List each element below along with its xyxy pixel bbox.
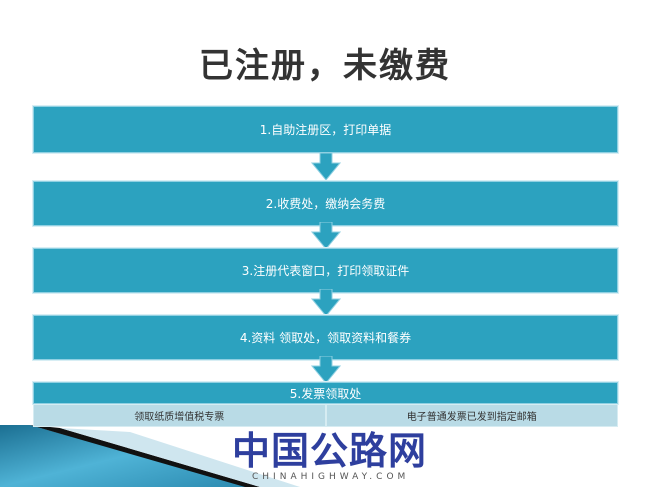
arrow-down-icon [311, 289, 341, 317]
step-4: 4.资料 领取处，领取资料和餐券 [33, 315, 618, 360]
logo-url: CHINAHIGHWAY.COM [252, 472, 410, 482]
invoice-options: 领取纸质增值税专票 电子普通发票已发到指定邮箱 [33, 404, 618, 427]
arrow-down-icon [311, 153, 341, 181]
step-1: 1.自助注册区，打印单据 [33, 106, 618, 153]
arrow-down-icon [311, 222, 341, 250]
logo-text: 中国公路网 [232, 429, 428, 473]
step-5: 5.发票领取处 [33, 382, 618, 404]
page-title: 已注册，未缴费 [199, 46, 451, 86]
invoice-option-paper: 领取纸质增值税专票 [134, 412, 225, 423]
step-2: 2.收费处，缴纳会务费 [33, 181, 618, 226]
step-3: 3.注册代表窗口，打印领取证件 [33, 248, 618, 293]
arrow-down-icon [311, 356, 341, 384]
watermark-logo: 中国公路网 CHINAHIGHWAY.COM [232, 431, 472, 483]
invoice-option-electronic: 电子普通发票已发到指定邮箱 [324, 405, 618, 426]
